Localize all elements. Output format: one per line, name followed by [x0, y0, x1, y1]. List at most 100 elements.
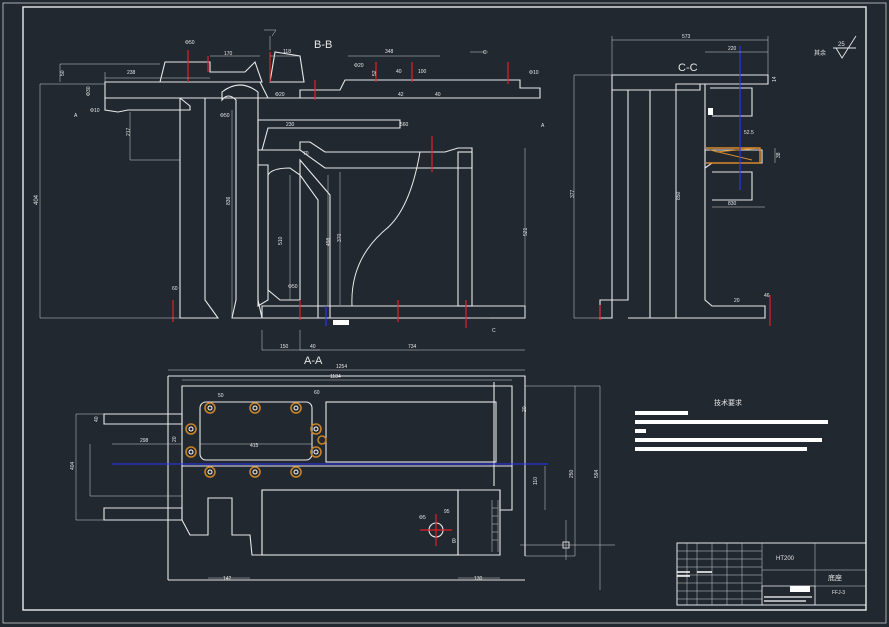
- bb-dim-3: 118: [283, 49, 291, 55]
- aa-bolt-holes: [185, 402, 327, 478]
- cc-middle-shelf: [704, 149, 763, 170]
- bb-dim-25: 521: [523, 227, 529, 236]
- note-line-2: [635, 420, 828, 424]
- section-bb: B-B: [34, 29, 545, 351]
- section-bb-label: B-B: [314, 39, 332, 51]
- cc-dim-3: 14: [772, 76, 778, 82]
- cc-dim-6: 377: [570, 189, 576, 198]
- bb-dim-14: Φ10: [90, 108, 100, 114]
- aa-dim-10: 404: [70, 461, 76, 470]
- aa-dim-18: B: [452, 539, 456, 545]
- cc-right-web: [675, 83, 766, 319]
- bb-dim-2: 170: [224, 51, 233, 57]
- bb-dim-6: 238: [127, 70, 136, 76]
- aa-dim-4: 60: [314, 390, 320, 396]
- bb-dim-12: 40: [396, 69, 402, 75]
- surface-finish-symbol: [833, 35, 857, 59]
- bb-dim-4: 348: [385, 49, 394, 55]
- bb-cut-a: A: [74, 113, 78, 119]
- aa-window-right: [325, 401, 497, 463]
- part-name: 底座: [828, 573, 842, 582]
- aa-outer-body: [181, 385, 513, 467]
- bb-dim-7: Φ20: [354, 63, 364, 69]
- bb-inner-column: [257, 164, 269, 307]
- aa-lower-body: [181, 465, 513, 556]
- bb-dim-29: 40: [310, 344, 316, 350]
- bb-dim-31: 40: [435, 92, 441, 98]
- aa-dim-1: 1254: [336, 364, 347, 370]
- title-block: HT200 底座 FFJ-3: [676, 542, 867, 606]
- surface-finish-value: 25: [838, 42, 845, 48]
- bb-right-plate: [457, 151, 473, 307]
- bb-dim-1: Φ50: [185, 40, 195, 46]
- bb-dim-32: 70: [303, 151, 309, 157]
- drawing-number: FFJ-3: [832, 590, 845, 596]
- technical-notes: 技术要求: [635, 398, 828, 451]
- aa-dim-2: 1184: [330, 374, 341, 380]
- aa-dim-12: 594: [594, 469, 600, 478]
- bb-dim-20: 404: [34, 194, 40, 205]
- bb-dim-30: 734: [408, 344, 417, 350]
- cc-dim-9: 46: [764, 293, 770, 299]
- drawing-frame: [22, 6, 867, 611]
- aa-dim-13: 110: [533, 477, 539, 485]
- aa-dim-15: 95: [444, 509, 450, 515]
- aa-dim-3: 50: [218, 393, 224, 399]
- bb-base-strip: [261, 305, 526, 319]
- cc-dim-1: 573: [682, 34, 691, 40]
- aa-dim-11: 250: [569, 469, 575, 478]
- cc-dim-5: 38: [776, 152, 782, 158]
- cc-dim-10: 20: [734, 298, 740, 304]
- aa-window-left: [199, 401, 313, 461]
- bb-dim-8: Φ10: [529, 70, 539, 76]
- bb-dim-22: 510: [278, 236, 284, 245]
- cc-dim-2: 220: [728, 46, 737, 52]
- aa-dim-6: 40: [94, 416, 100, 422]
- bb-left-column: [179, 97, 220, 319]
- bb-cut-a-right: A: [541, 123, 545, 129]
- aa-dim-17: 130: [474, 576, 483, 582]
- bb-dim-10: 42: [398, 92, 404, 98]
- section-cc-label: C-C: [678, 62, 698, 74]
- note-line-5: [635, 447, 807, 451]
- bb-dim-13: 52: [372, 70, 378, 76]
- aa-dim-16: 142: [223, 576, 232, 582]
- surface-finish-label: 其余: [814, 49, 826, 57]
- bb-upper-shelf: [257, 119, 401, 151]
- cc-dim-8: 830: [728, 201, 737, 207]
- bb-top-plate: [104, 79, 541, 99]
- aa-right-block: [457, 489, 501, 556]
- material-label: HT200: [776, 556, 795, 562]
- bb-left-flange: [104, 97, 191, 113]
- bb-dim-24: 370: [337, 233, 343, 242]
- bb-dim-18: 230: [286, 122, 295, 128]
- cc-dim-7: 850: [676, 191, 682, 200]
- bb-dim-5: 50: [60, 70, 66, 76]
- bb-dim-11: 100: [418, 69, 427, 75]
- note-line-3: [635, 429, 646, 433]
- bb-dim-17: Φ50: [220, 113, 230, 119]
- section-cc: C-C 573 220 14 52.5 38 377: [570, 34, 857, 326]
- bb-dim-19: 560: [400, 122, 409, 128]
- note-line-1: [635, 411, 688, 415]
- cc-left-column: [599, 89, 629, 319]
- bb-dim-28: 150: [280, 344, 289, 350]
- bb-cut-c-top: C: [483, 50, 487, 56]
- bb-hollow-outline: [267, 167, 301, 301]
- bb-dim-26: Φ50: [288, 284, 298, 290]
- bb-middle-web: [258, 141, 473, 169]
- aa-left-arm: [103, 413, 183, 521]
- section-aa: A-A: [70, 355, 615, 590]
- cc-dim-4: 52.5: [744, 130, 754, 136]
- bb-dim-21: 836: [226, 196, 232, 205]
- aa-dim-9: 415: [250, 443, 259, 449]
- bb-cut-c: C: [492, 328, 496, 334]
- aa-dim-5: 20: [522, 406, 528, 412]
- aa-dim-7: 298: [140, 438, 149, 444]
- aa-dim-8: 20: [172, 436, 178, 442]
- bb-marker: [333, 320, 349, 325]
- bb-break-line: [351, 151, 421, 307]
- bb-dim-27: 60: [172, 286, 178, 292]
